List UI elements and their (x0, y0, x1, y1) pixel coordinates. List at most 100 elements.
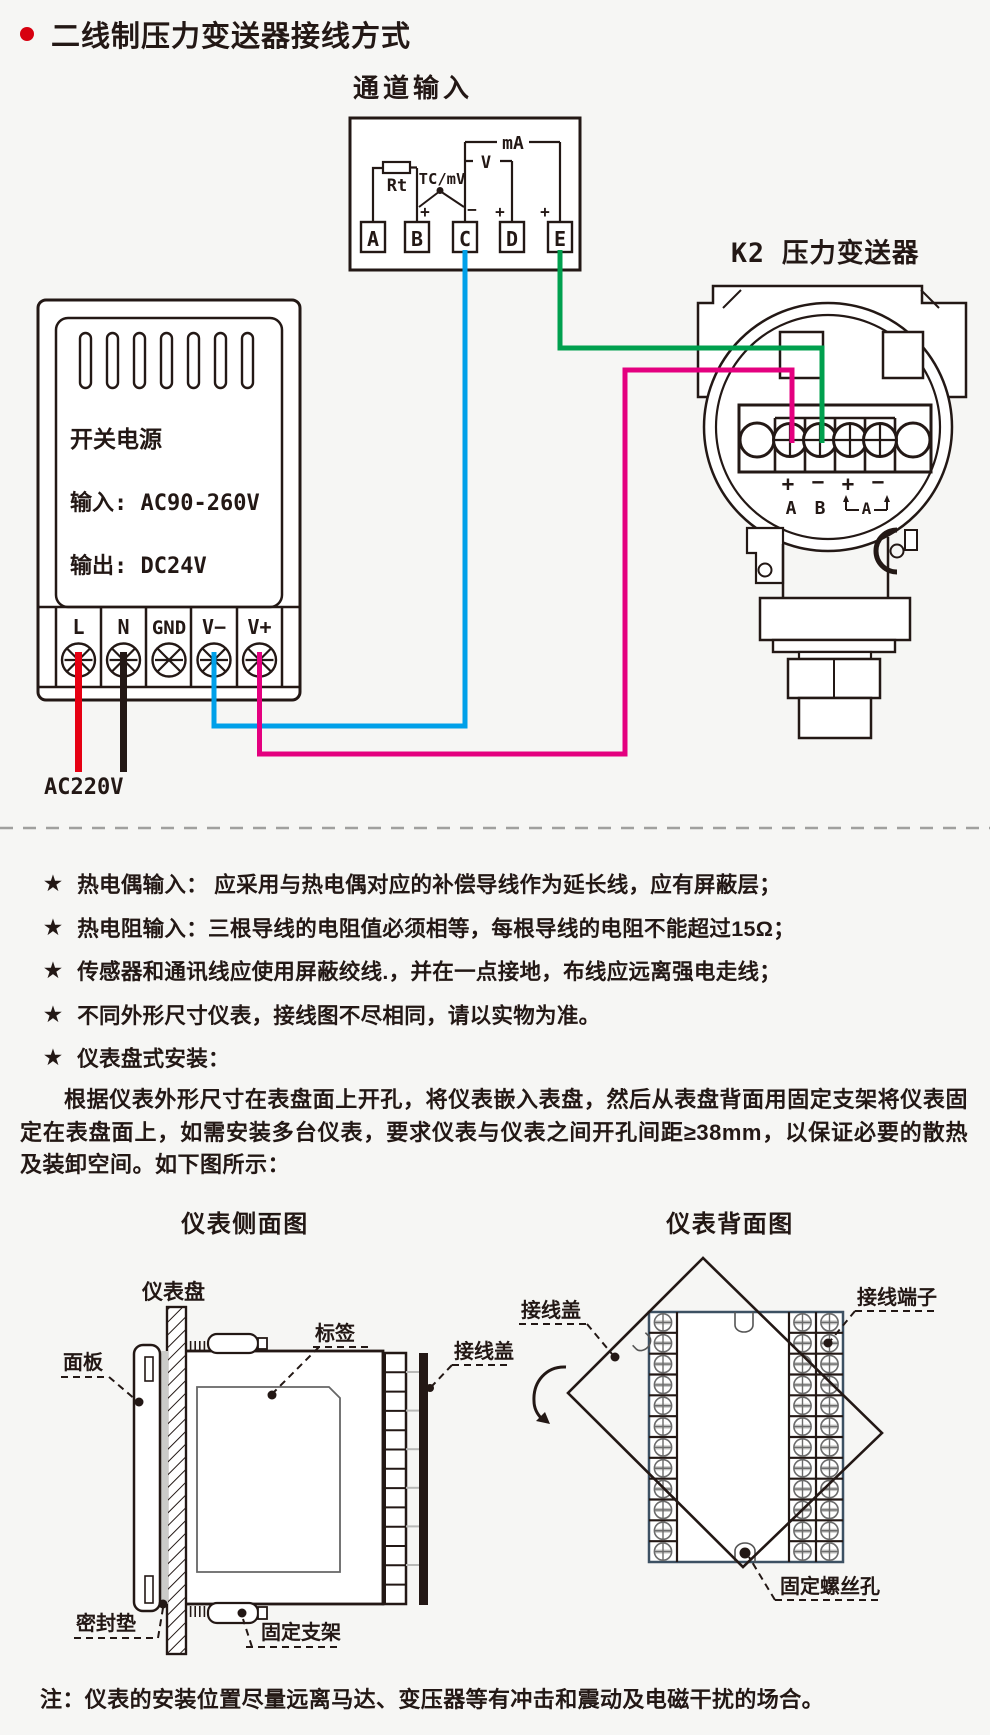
bracket-spring-top (185, 1341, 206, 1352)
resistor-symbol (381, 160, 412, 175)
install-paragraph: 根据仪表外形尺寸在表盘面上开孔，将仪表嵌入表盘，然后从表盘背面用固定支架将仪表固… (20, 1087, 968, 1177)
xmtr-a-label: A (786, 498, 797, 519)
neck-lines (781, 537, 890, 598)
screw-cross-icon (793, 1376, 812, 1394)
terminal-d-label: D (506, 227, 518, 251)
terminal-hole-left (738, 421, 776, 459)
mount-ear-left (745, 526, 785, 585)
screw-cross-icon (820, 1438, 839, 1457)
screw-cross-icon (654, 1376, 672, 1394)
star-icon: ★ (44, 1047, 63, 1070)
screw-cross-icon (654, 1355, 672, 1373)
v-circuit-line (465, 159, 514, 222)
psu-terminal-vminus: V− (202, 615, 226, 639)
screw-hole-leader (748, 1556, 881, 1601)
process-stem (797, 696, 873, 740)
boss-tab (904, 529, 918, 551)
note-item: ★热电阻输入：三根导线的电阻值必须相等，每根导线的电阻不能超过15Ω； (44, 906, 969, 950)
star-icon: ★ (44, 960, 63, 983)
panel-board-label: 仪表盘 (141, 1280, 205, 1304)
sign-c: − (467, 200, 477, 219)
screw-cross-icon (820, 1522, 839, 1540)
label-area (196, 1386, 341, 1573)
red-bullet-icon (20, 27, 34, 41)
flange-step (771, 638, 897, 654)
screw-cross-icon (155, 648, 183, 672)
ma-label: mA (502, 133, 524, 154)
vent-slot (186, 331, 201, 390)
ear-hole-left (757, 562, 773, 578)
screw-cross-icon (793, 1438, 812, 1457)
power-supply-diagram: 开关电源 输入: AC90-260V 输出: DC24V L N GND V− … (36, 298, 302, 702)
tag-label: 标签 (315, 1321, 356, 1345)
back-view-title: 仪表背面图 (666, 1212, 794, 1238)
terminal-a (359, 220, 387, 254)
xmtr-sign-2: + (842, 472, 855, 496)
transmitter-title: K2 压力变送器 (731, 238, 919, 269)
mains-label: AC220V (44, 775, 123, 800)
side-cover-label: 接线盖 (454, 1339, 514, 1363)
wire-blue-c-to-vminus (211, 250, 468, 729)
side-cover-dot (426, 1384, 434, 1392)
rotate-arrow-head (536, 1412, 550, 1424)
screw-cross-icon (793, 1542, 812, 1561)
psu-terminal-vplus: V+ (247, 615, 271, 639)
psu-name: 开关电源 (70, 426, 162, 453)
screw-cross-icon (793, 1522, 812, 1540)
channel-input-diagram: 通道输入 Rt TC/mV V mA + − + + A B (348, 73, 582, 272)
screw-cross-icon (654, 1334, 672, 1352)
bracket-screw-top (206, 1332, 260, 1355)
psu-terminal-n: N (117, 615, 129, 639)
back-terminal-grid (649, 1312, 843, 1562)
screw-hole-dot (739, 1547, 751, 1559)
v-label: V (481, 153, 491, 173)
bezel-clip-bottom (144, 1575, 154, 1604)
psu-terminal-grid (38, 605, 300, 689)
rt-circuit-line (371, 166, 419, 222)
ma-circuit-line (465, 140, 562, 222)
note-text: 不同外形尺寸仪表，接线图不尽相同，请以实物为准。 (77, 1003, 601, 1028)
bracket-label: 固定支架 (261, 1620, 341, 1644)
tag-leader-dot (267, 1390, 277, 1400)
tag-leader (273, 1346, 369, 1393)
thermocouple-junction-dot (436, 187, 444, 194)
xmtr-sign-0: + (782, 472, 795, 496)
rotate-arrow-arc (532, 1365, 567, 1421)
screw-cross-icon (820, 1313, 839, 1332)
wires (75, 250, 825, 772)
screw-cross-icon (793, 1355, 812, 1373)
terminal-b (403, 220, 431, 254)
front-panel-label: 面板 (63, 1350, 104, 1374)
back-cover-label: 接线盖 (521, 1298, 581, 1322)
back-view-diagram: 接线盖 接线端子 固定螺丝孔 (519, 1256, 939, 1601)
back-cover-leader (519, 1323, 613, 1355)
screw-cross-icon (654, 1397, 672, 1415)
note-text: 热电阻输入：三根导线的电阻值必须相等，每根导线的电阻不能超过15Ω； (77, 916, 796, 941)
vent-slot (78, 331, 93, 390)
note-text: 仪表盘式安装： (77, 1047, 230, 1072)
footnote: 注：仪表的安装位置尽量远离马达、变压器等有冲击和震动及电磁干扰的场合。 (40, 1687, 825, 1712)
top-screw-notch (734, 1312, 754, 1333)
terminal-strip-cells (383, 1371, 419, 1586)
bracket-window-right (881, 330, 925, 380)
psu-input: 输入: AC90-260V (70, 490, 260, 516)
terminal-e-label: E (554, 227, 566, 251)
sign-b: + (420, 202, 430, 221)
terminal-leader (830, 1310, 939, 1341)
terminal-hole-right (894, 421, 932, 459)
loop-a-label: A (862, 499, 872, 518)
screw-cross-icon (654, 1542, 672, 1561)
vent-slot (159, 331, 174, 390)
screw-cross-icon (793, 1334, 812, 1352)
vent-slot (213, 331, 228, 390)
screw-cross-icon (820, 1417, 839, 1436)
notes-list: ★热电偶输入： 应采用与热电偶对应的补偿导线作为延长线，应有屏蔽层； ★热电阻输… (44, 862, 969, 1080)
side-view-title: 仪表侧面图 (181, 1212, 309, 1238)
note-item: ★ 仪表盘式安装： (44, 1036, 969, 1080)
screw-cross-icon (654, 1501, 672, 1519)
gasket-label: 密封垫 (76, 1611, 136, 1635)
bracket-leader (242, 1618, 339, 1648)
front-panel-dot (134, 1397, 144, 1407)
screw-cross-icon (820, 1501, 839, 1519)
